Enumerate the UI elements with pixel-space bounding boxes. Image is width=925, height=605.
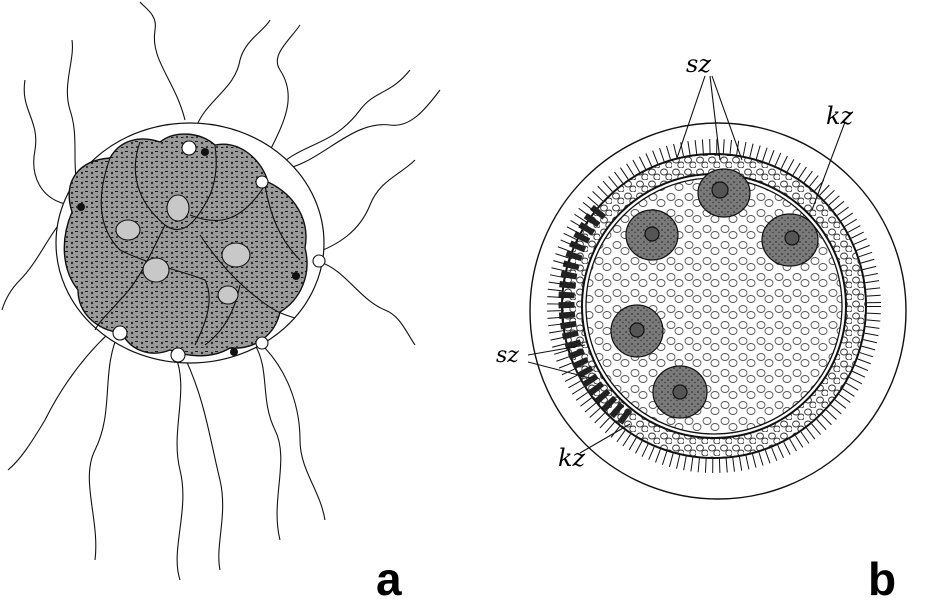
annotation-sz-top: sz [686,52,711,76]
inner-interior-b [586,178,842,434]
panel-b-illustration [528,76,906,499]
panel-label-a: a [376,556,402,602]
panel-a-illustration [2,2,440,580]
annotation-kz-right: kz [826,104,853,128]
annotation-kz-bottom: kz [558,446,585,470]
annotation-sz-left: sz [496,345,519,367]
panel-label-b: b [868,556,896,602]
